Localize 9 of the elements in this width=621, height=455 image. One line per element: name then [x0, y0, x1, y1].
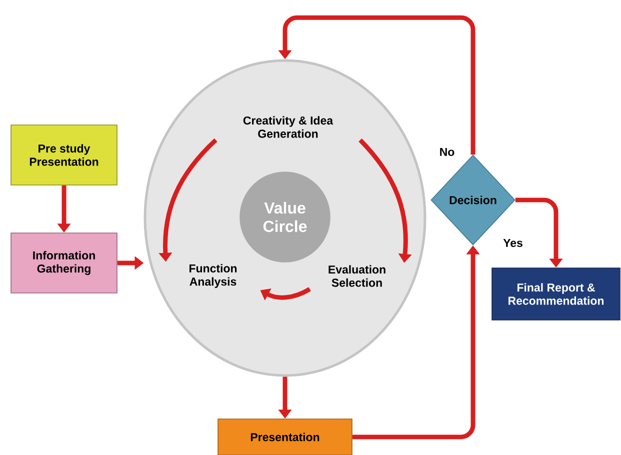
phase-label: Evaluation Selection [328, 265, 386, 287]
oval-background [144, 59, 426, 377]
process-box: Presentation [218, 418, 352, 455]
process-box: Information Gathering [10, 232, 118, 294]
phase-label: Function Analysis [190, 264, 237, 288]
process-box: Final Report & Recommendation [492, 268, 620, 320]
phase-label: Creativity & Idea Generation [243, 116, 334, 138]
edge-label: No [438, 146, 456, 157]
process-box: Pre study Presentation [10, 124, 118, 186]
